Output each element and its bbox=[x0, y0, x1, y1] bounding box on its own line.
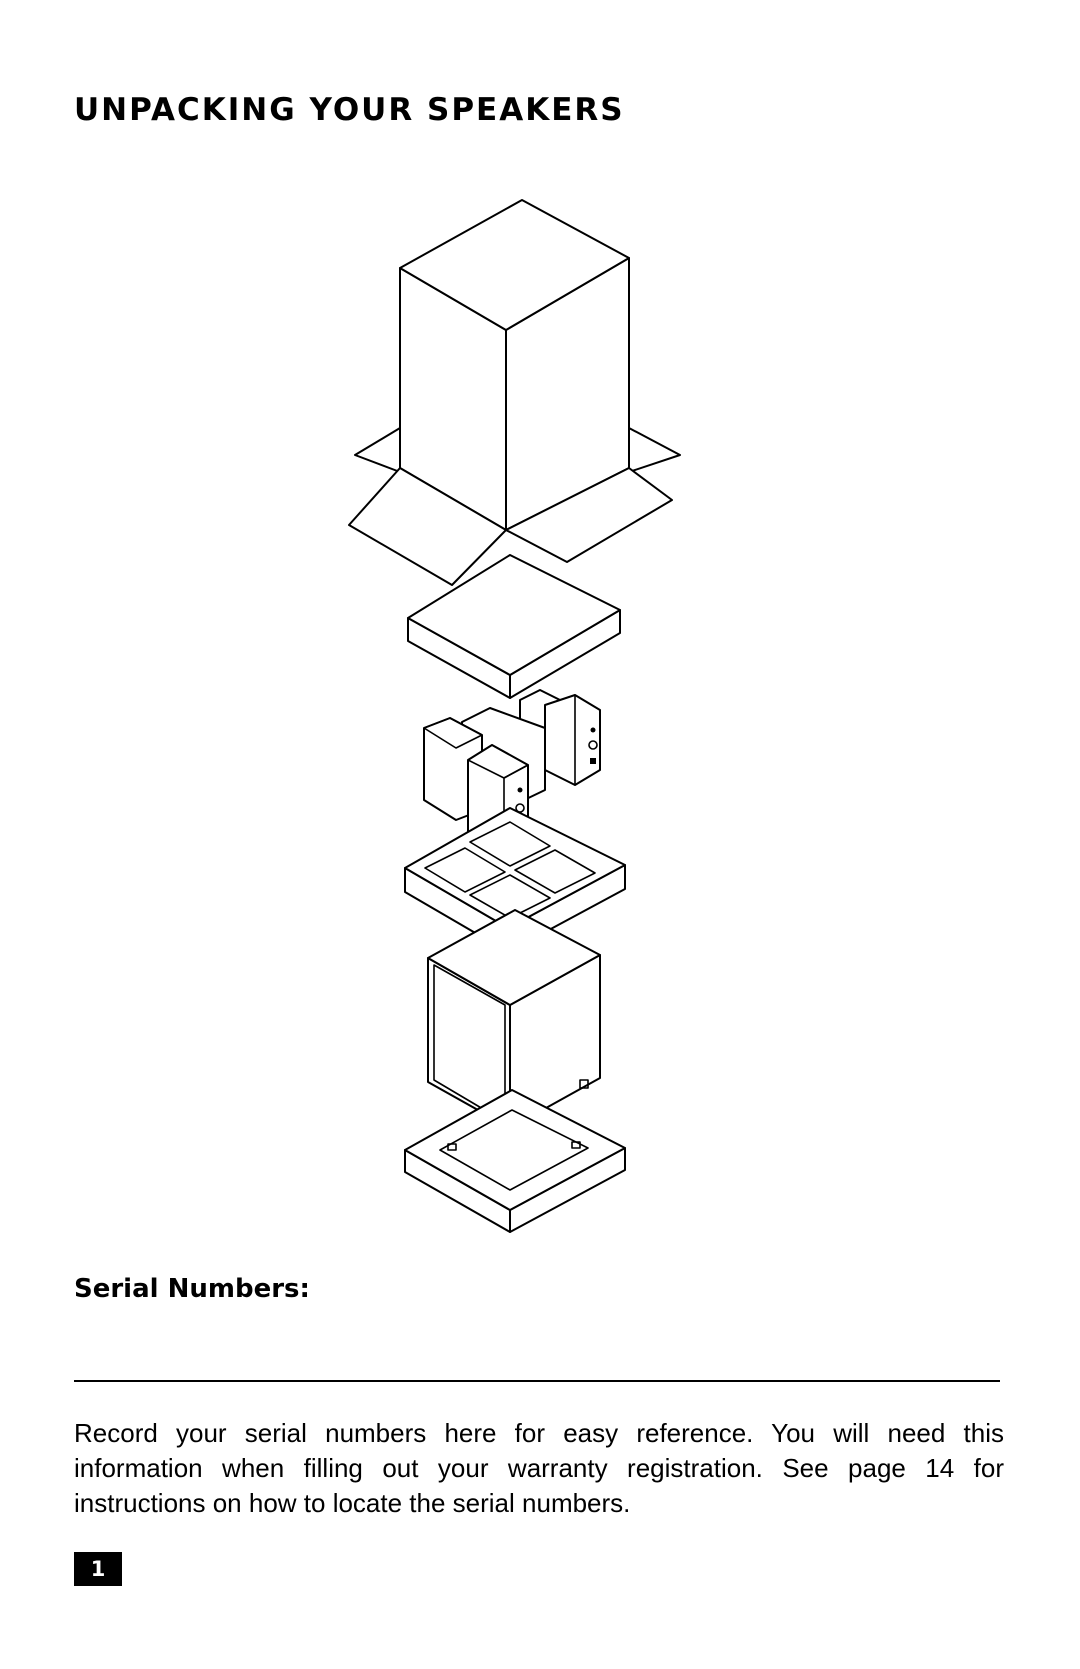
exploded-packaging-illustration bbox=[348, 199, 681, 1233]
foam-lid bbox=[407, 554, 621, 699]
serial-number-write-line bbox=[74, 1380, 1000, 1382]
page-title: UNPACKING YOUR SPEAKERS bbox=[74, 92, 625, 128]
shipping-box bbox=[348, 199, 681, 586]
foam-base bbox=[404, 1089, 626, 1233]
box-top-face bbox=[399, 199, 630, 331]
serial-numbers-heading: Serial Numbers: bbox=[74, 1274, 310, 1304]
box-flap-front-left bbox=[348, 467, 507, 586]
box-flap-back-left bbox=[354, 427, 401, 473]
serial-instructions-text: Record your serial numbers here for easy… bbox=[74, 1418, 1004, 1518]
page-number-badge: 1 bbox=[74, 1552, 122, 1586]
subwoofer bbox=[427, 909, 601, 1129]
box-flap-back-right bbox=[628, 427, 681, 473]
box-flap-front-right bbox=[505, 467, 673, 563]
